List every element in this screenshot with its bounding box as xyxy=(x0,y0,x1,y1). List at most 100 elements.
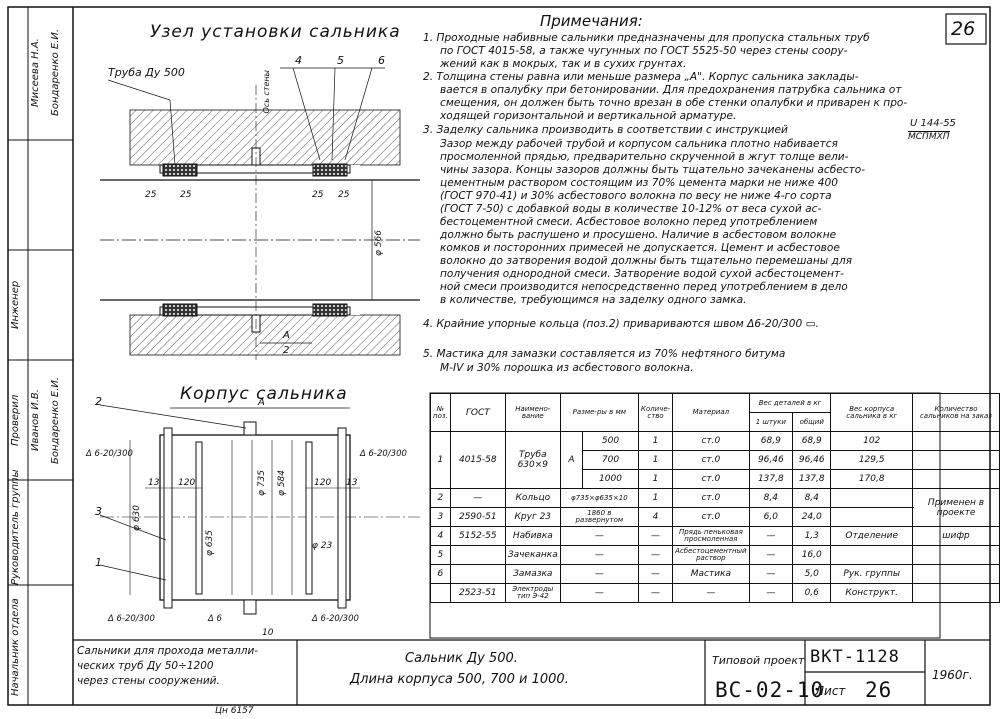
dim-half: 2 xyxy=(283,345,290,356)
note-line: Зазор между рабочей трубой и корпусом са… xyxy=(440,138,838,150)
shifr-label: шифр xyxy=(912,526,1000,546)
cell: 2590-51 xyxy=(449,507,506,527)
th-total-weight: общий xyxy=(792,412,832,432)
table-row: 6 Замазка — — Мастика — 5,0 Рук. группы xyxy=(430,564,1000,584)
sheet-label: Лист xyxy=(815,684,846,698)
pos-5-label: 5 xyxy=(337,54,344,67)
pipe-label: Труба Ду 500 xyxy=(108,66,185,79)
dim-13a: 13 xyxy=(148,478,160,488)
th-gost: ГОСТ xyxy=(449,393,506,432)
cell: 500 xyxy=(582,431,639,451)
th-qty: Количе-ство xyxy=(637,393,674,432)
cell: 1 xyxy=(637,488,674,508)
dim-23: φ 23 xyxy=(312,541,333,551)
th-pos: № поз. xyxy=(430,393,451,432)
cell: 1 xyxy=(637,469,674,489)
cell: 102 xyxy=(830,431,913,451)
cell: Мастика xyxy=(672,564,750,584)
note-line: по ГОСТ 4015-58, а также чугунных по ГОС… xyxy=(440,45,848,57)
dim-735: φ 735 xyxy=(257,470,267,496)
cell: 700 xyxy=(582,450,639,470)
group-label: Рук. группы xyxy=(830,564,913,584)
dept-label: Отделение xyxy=(830,526,913,546)
cell: ст.0 xyxy=(672,431,750,451)
th-material: Материал xyxy=(672,393,750,432)
assembly-view-title: Узел установки сальника xyxy=(150,22,401,42)
cell: Асбестоцементный раствор xyxy=(672,545,750,565)
cell: Замазка xyxy=(504,564,561,584)
notes-title: Примечания: xyxy=(540,12,643,30)
cell: 96,46 xyxy=(748,450,794,470)
weld-6: Δ 6 xyxy=(208,614,222,624)
weld-bottom-right: Δ 6-20/300 xyxy=(312,614,359,624)
table-row: 700 1 ст.0 96,46 96,46 129,5 xyxy=(431,450,1000,470)
note-line: чины зазора. Концы зазоров должны быть т… xyxy=(440,164,866,176)
cell xyxy=(912,583,1000,603)
cell: 5,0 xyxy=(792,564,832,584)
cell: 1 xyxy=(637,431,674,451)
pos-1-label: 1 xyxy=(95,556,102,569)
cell: ст.0 xyxy=(672,488,750,508)
dim-A-top: A xyxy=(283,330,290,341)
th-body-weight: Вес корпуса сальника в кг xyxy=(830,393,913,432)
cell: — xyxy=(559,526,639,546)
dim-25c: 25 xyxy=(312,190,324,200)
drawing-code: ВС-02-10 xyxy=(715,678,825,702)
note-line: комков и посторонних примесей не допуска… xyxy=(440,242,840,254)
cell: ст.0 xyxy=(672,507,750,527)
th-size: Разме-ры в мм xyxy=(559,393,639,432)
cell: — xyxy=(637,526,674,546)
dim-635: φ 635 xyxy=(205,530,215,556)
cell xyxy=(912,545,1000,565)
cell: 16,0 xyxy=(792,545,832,565)
note-line: в количестве, требующимся на заделку одн… xyxy=(440,294,747,306)
cell: 5 xyxy=(430,545,451,565)
cell: 8,4 xyxy=(748,488,794,508)
cell: 4015-58 xyxy=(449,431,506,489)
stamp-desc-1: Сальники для прохода металли- xyxy=(77,645,259,657)
dim-A-bottom: A xyxy=(258,397,265,408)
body-view-title: Корпус сальника xyxy=(180,384,348,404)
cell: — xyxy=(449,488,506,508)
note-line: 3. Заделку сальника производить в соотве… xyxy=(423,124,788,136)
dim-10: 10 xyxy=(262,628,274,638)
cell xyxy=(912,431,1000,451)
cell: Кольцо xyxy=(504,488,561,508)
th-weight: Вес деталей в кг xyxy=(748,393,832,413)
cell: 3 xyxy=(430,507,451,527)
drawing-subname: Длина корпуса 500, 700 и 1000. xyxy=(350,672,569,687)
note-line: должно быть распушено и просушено. Налич… xyxy=(440,229,837,241)
th-unit-weight: 1 штуки xyxy=(748,412,794,432)
dim-25a: 25 xyxy=(145,190,157,200)
cell: 24,0 xyxy=(792,507,832,527)
cell: 96,46 xyxy=(792,450,832,470)
note-line: волокно до затворения водой должны быть … xyxy=(440,255,853,267)
pos-3-label: 3 xyxy=(95,505,102,518)
cell xyxy=(912,469,1000,489)
cell: 2523-51 xyxy=(449,583,506,603)
dim-630: φ 630 xyxy=(132,505,142,531)
cell xyxy=(449,545,506,565)
cell: — xyxy=(559,564,639,584)
specification-table: № поз. ГОСТ Наимено-вание Разме-ры в мм … xyxy=(430,393,1000,603)
cell: 137,8 xyxy=(748,469,794,489)
cell: A xyxy=(559,431,584,489)
side-name-1: Мисеева Н.А. xyxy=(30,38,41,107)
table-row: 4 5152-55 Набивка — — Прядь пеньковая пр… xyxy=(430,526,1000,546)
note-line: смещения, он должен быть точно врезан в … xyxy=(440,97,908,109)
side-role-2: Руководитель группы xyxy=(10,469,21,585)
type-project-label: Типовой проект xyxy=(712,654,805,667)
pos-4-label: 4 xyxy=(295,54,302,67)
project-code: ВКТ-1128 xyxy=(810,647,900,667)
cell: — xyxy=(748,564,794,584)
cell: 1 xyxy=(637,450,674,470)
cell: 8,4 xyxy=(792,488,832,508)
cell: Зачеканка xyxy=(504,545,561,565)
cell: — xyxy=(637,545,674,565)
weld-bottom-left: Δ 6-20/300 xyxy=(108,614,155,624)
note-line: 4. Крайние упорные кольца (поз.2) привар… xyxy=(423,318,819,330)
dim-13b: 13 xyxy=(346,478,358,488)
cell: Прядь пеньковая просмоленная xyxy=(672,526,750,546)
cell: — xyxy=(748,583,794,603)
